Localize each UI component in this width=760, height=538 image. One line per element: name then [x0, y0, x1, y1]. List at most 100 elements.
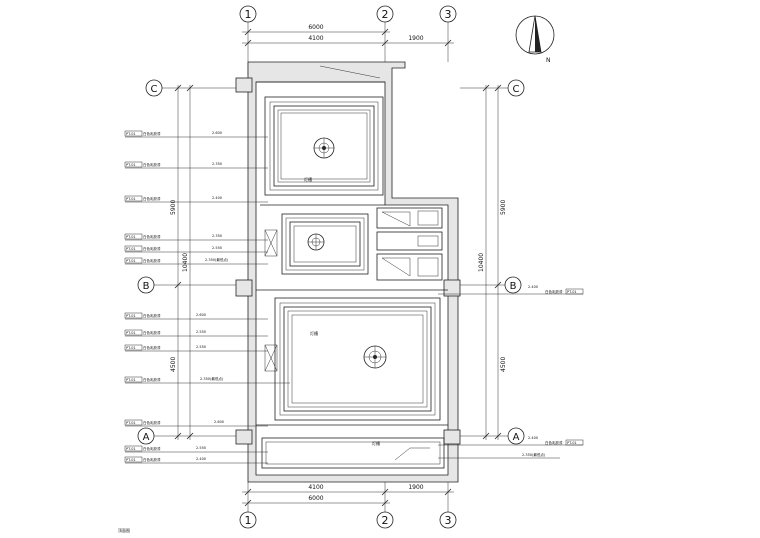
svg-text:白色乳胶漆: 白色乳胶漆	[545, 440, 563, 445]
svg-text:PT-01: PT-01	[126, 331, 136, 335]
svg-text:2.350(最低点): 2.350(最低点)	[522, 452, 546, 457]
svg-text:2.600: 2.600	[212, 131, 222, 135]
grid-label-top-3: 3	[445, 8, 452, 21]
svg-text:PT-01: PT-01	[126, 458, 136, 462]
grid-label-bottom-3: 3	[445, 514, 452, 527]
room-note-1: 灯槽	[304, 176, 312, 182]
right-wet-rooms	[376, 207, 443, 281]
svg-text:2.350(最低点): 2.350(最低点)	[200, 376, 224, 381]
grid-label-top-1: 1	[245, 8, 252, 21]
svg-text:PT-01: PT-01	[567, 441, 577, 445]
grid-bubble-bottom-2	[376, 511, 394, 529]
svg-text:白色乳胶漆: 白色乳胶漆	[143, 457, 161, 462]
right-tag-1: 2.400 白色乳胶漆 PT-01	[438, 285, 584, 295]
dim-bottom-seg-1: 4100	[308, 484, 323, 491]
ceiling-outline-lower	[274, 297, 441, 421]
grid-label-top-2: 2	[382, 8, 389, 21]
svg-text:白色乳胶漆: 白色乳胶漆	[545, 289, 563, 294]
svg-text:2.550: 2.550	[196, 330, 206, 334]
svg-text:PT-01: PT-01	[126, 259, 136, 263]
svg-text:2.400: 2.400	[528, 285, 538, 289]
left-tag-3: PT-01 白色乳胶漆 2.400	[124, 195, 268, 203]
dim-right-total: 10400	[478, 253, 485, 272]
dim-left-lower: 4500	[170, 357, 177, 372]
right-tag-2: 2.400 白色乳胶漆 PT-01	[438, 436, 584, 446]
svg-text:2.550: 2.550	[196, 446, 206, 450]
dim-right-lower: 4500	[500, 357, 507, 372]
grid-label-right-A: A	[513, 432, 520, 443]
svg-text:白色乳胶漆: 白色乳胶漆	[143, 196, 161, 201]
room-lower	[256, 289, 448, 426]
dim-bottom-seg-2: 1900	[408, 484, 423, 491]
svg-text:白色乳胶漆: 白色乳胶漆	[143, 131, 161, 136]
grid-label-bottom-1: 1	[245, 514, 252, 527]
ceiling-medallion-lower	[363, 345, 387, 369]
svg-text:PT-01: PT-01	[126, 378, 136, 382]
svg-text:2.350: 2.350	[212, 234, 222, 238]
svg-text:PT-01: PT-01	[567, 290, 577, 294]
top-grid: 1 2 3 6000 4100 1900	[239, 5, 457, 75]
svg-text:PT-01: PT-01	[126, 421, 136, 425]
column-b1	[235, 279, 253, 297]
outer-wall	[247, 61, 459, 483]
grid-label-left-C: C	[151, 84, 158, 95]
dim-top-seg-2: 1900	[408, 35, 423, 42]
ceiling-outline-middle	[281, 213, 369, 275]
left-tag-6: PT-01 白色乳胶漆 2.350(最低点)	[124, 257, 268, 265]
walls	[235, 61, 461, 483]
dim-left-upper: 5900	[170, 200, 177, 215]
dim-right-upper: 5900	[500, 200, 507, 215]
ceiling-medallion-upper	[313, 137, 335, 159]
grid-label-left-A: A	[143, 432, 150, 443]
left-tag-5: PT-01 白色乳胶漆 2.550	[124, 245, 268, 253]
svg-text:白色乳胶漆: 白色乳胶漆	[143, 420, 161, 425]
svg-text:白色乳胶漆: 白色乳胶漆	[143, 162, 161, 167]
left-tag-7: PT-01 白色乳胶漆 2.600	[124, 312, 268, 320]
left-tag-4: PT-01 白色乳胶漆 2.350	[124, 233, 268, 241]
svg-text:白色乳胶漆: 白色乳胶漆	[143, 345, 161, 350]
north-arrow: N	[515, 15, 555, 64]
svg-text:2.350: 2.350	[212, 162, 222, 166]
fixture-lower-left	[264, 344, 278, 372]
svg-text:2.400: 2.400	[528, 436, 538, 440]
svg-text:2.550: 2.550	[212, 246, 222, 250]
column-c1	[235, 77, 253, 93]
left-grid: C B A 5900 4500 10400	[137, 79, 240, 445]
svg-text:PT-01: PT-01	[126, 132, 136, 136]
svg-text:2.550: 2.550	[196, 345, 206, 349]
column-a1	[235, 429, 253, 445]
svg-text:白色乳胶漆: 白色乳胶漆	[143, 246, 161, 251]
svg-text:白色乳胶漆: 白色乳胶漆	[143, 258, 161, 263]
svg-text:2.600: 2.600	[214, 420, 224, 424]
svg-text:PT-01: PT-01	[126, 447, 136, 451]
grid-label-left-B: B	[143, 281, 150, 292]
right-tag-3: 2.350(最低点)	[438, 452, 560, 459]
room-middle	[260, 204, 385, 275]
grid-label-right-C: C	[513, 84, 520, 95]
svg-text:PT-01: PT-01	[126, 235, 136, 239]
svg-text:PT-01: PT-01	[126, 346, 136, 350]
north-label: N	[546, 57, 551, 64]
dim-top-total: 6000	[308, 24, 323, 31]
dim-bottom-total: 6000	[308, 495, 323, 502]
svg-text:2.400: 2.400	[196, 457, 206, 461]
left-tag-10: PT-01 白色乳胶漆 2.350(最低点)	[124, 376, 290, 384]
svg-text:白色乳胶漆: 白色乳胶漆	[143, 234, 161, 239]
left-tags: PT-01 白色乳胶漆 2.600 PT-01 白色乳胶漆 2.350 PT-0…	[124, 130, 290, 464]
svg-text:PT-01: PT-01	[126, 163, 136, 167]
left-tag-2: PT-01 白色乳胶漆 2.350	[124, 161, 268, 169]
svg-text:白色乳胶漆: 白色乳胶漆	[143, 377, 161, 382]
svg-text:PT-01: PT-01	[126, 314, 136, 318]
left-tag-13: PT-01 白色乳胶漆 2.400	[124, 456, 268, 464]
column-a3	[443, 429, 461, 445]
ceiling-outline-upper	[264, 96, 384, 196]
grid-bubble-bottom-3	[439, 511, 457, 529]
left-tag-11: PT-01 白色乳胶漆 2.600	[124, 419, 268, 427]
grid-label-bottom-2: 2	[382, 514, 389, 527]
left-tag-8: PT-01 白色乳胶漆 2.550	[124, 329, 268, 337]
ceiling-medallion-middle	[307, 233, 325, 251]
dim-left-total: 10400	[182, 253, 189, 272]
svg-text:2.600: 2.600	[196, 313, 206, 317]
room-note-2: 灯槽	[310, 330, 318, 336]
